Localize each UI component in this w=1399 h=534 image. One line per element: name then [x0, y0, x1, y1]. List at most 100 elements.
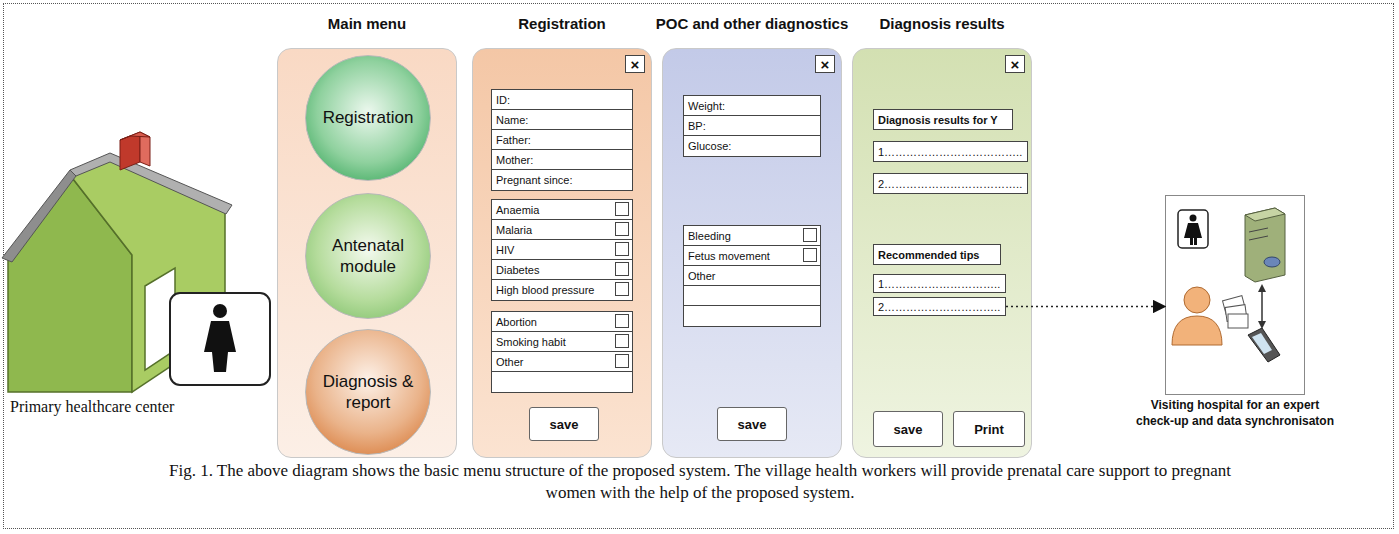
field-label: Pregnant since:: [496, 174, 572, 186]
field-label: Father:: [496, 134, 531, 146]
field-label: Name:: [496, 114, 528, 126]
field-label: Diabetes: [496, 264, 539, 276]
result-text: Recommended tips: [878, 249, 979, 261]
panel-heading: Registration: [518, 15, 606, 32]
checkbox: [615, 282, 629, 296]
result-text: 1…………………………..: [878, 278, 1000, 290]
menu-label: Antenatal module: [316, 235, 420, 278]
button-label: save: [894, 422, 923, 437]
button-label: Print: [974, 422, 1004, 437]
checkbox: [615, 354, 629, 368]
form-field-group: BleedingFetus movementOther: [683, 225, 821, 327]
empty-row: [684, 286, 820, 306]
checkbox: [615, 314, 629, 328]
menu-circle: Registration: [305, 55, 431, 181]
hospital-box: Visiting hospital for an expert check-up…: [1165, 195, 1305, 395]
form-row: BP:: [684, 116, 820, 136]
panel-heading: Diagnosis results: [879, 15, 1004, 32]
close-button: ×: [1005, 55, 1025, 73]
field-label: Malaria: [496, 224, 532, 236]
field-label: High blood pressure: [496, 284, 594, 296]
form-row: Name:: [492, 110, 632, 130]
button-label: save: [738, 417, 767, 432]
field-label: Mother:: [496, 154, 533, 166]
form-row: Bleeding: [684, 226, 820, 246]
field-label: Fetus movement: [688, 250, 770, 262]
checkbox: [803, 228, 817, 242]
field-label: Bleeding: [688, 230, 731, 242]
field-label: Weight:: [688, 100, 725, 112]
form-row: Diabetes: [492, 260, 632, 280]
menu-circle: Antenatal module: [305, 193, 431, 319]
form-row: Father:: [492, 130, 632, 150]
form-panel: POC and other diagnostics×Weight:BP:Gluc…: [662, 48, 842, 458]
field-label: Other: [496, 356, 524, 368]
form-field-group: Weight: BP: Glucose:: [683, 95, 821, 157]
result-text: 2………………………………..: [878, 178, 1022, 190]
action-button: save: [529, 407, 599, 441]
form-panel: Registration×ID:Name:Father:Mother:Pregn…: [472, 48, 652, 458]
checkbox: [615, 202, 629, 216]
field-label: BP:: [688, 120, 706, 132]
form-row: Abortion: [492, 312, 632, 332]
action-button: save: [873, 411, 943, 447]
close-button: ×: [625, 55, 645, 73]
close-icon: ×: [631, 57, 640, 72]
checkbox: [615, 242, 629, 256]
form-row: Weight:: [684, 96, 820, 116]
panel-heading: Main menu: [328, 15, 406, 32]
woman-icon-box: [170, 293, 270, 385]
place-label: Primary healthcare center: [10, 398, 174, 416]
form-row: Glucose:: [684, 136, 820, 156]
result-row: 1…………………………..: [873, 274, 1006, 293]
empty-row: [684, 306, 820, 326]
form-row: HIV: [492, 240, 632, 260]
button-label: save: [550, 417, 579, 432]
checkbox: [615, 222, 629, 236]
menu-panel: Main menuRegistrationAntenatal moduleDia…: [277, 48, 457, 458]
field-label: HIV: [496, 244, 514, 256]
form-field-group: AnaemiaMalariaHIV DiabetesHigh blood pres…: [491, 199, 633, 301]
field-label: Anaemia: [496, 204, 539, 216]
menu-label: Registration: [323, 107, 414, 128]
result-row: 2………………………………..: [873, 173, 1028, 194]
form-field-group: AbortionSmoking habitOther: [491, 311, 633, 393]
checkbox: [615, 262, 629, 276]
result-row: Diagnosis results for Y: [873, 109, 1013, 130]
close-button: ×: [815, 55, 835, 73]
menu-circle: Diagnosis & report: [305, 329, 431, 455]
action-button: save: [717, 407, 787, 441]
close-icon: ×: [1011, 57, 1020, 72]
field-label: Smoking habit: [496, 336, 566, 348]
form-row: Other: [492, 352, 632, 372]
form-field-group: ID: Name: Father: Mother: Pregnant since:: [491, 89, 633, 191]
form-row: Smoking habit: [492, 332, 632, 352]
action-button: Print: [953, 411, 1025, 447]
checkbox: [615, 334, 629, 348]
close-icon: ×: [821, 57, 830, 72]
hospital-icons: [1172, 208, 1285, 362]
result-row: 1………………………………..: [873, 141, 1028, 162]
form-row: Malaria: [492, 220, 632, 240]
form-row: Mother:: [492, 150, 632, 170]
field-label: ID:: [496, 94, 510, 106]
form-row: Anaemia: [492, 200, 632, 220]
menu-label: Diagnosis & report: [316, 371, 420, 414]
panel-heading: POC and other diagnostics: [656, 15, 849, 32]
result-row: Recommended tips: [873, 244, 1001, 265]
hospital-label: Visiting hospital for an expert check-up…: [1135, 398, 1335, 429]
form-row: ID:: [492, 90, 632, 110]
result-row: 2…………………………..: [873, 297, 1006, 316]
form-row: Other: [684, 266, 820, 286]
result-text: 1………………………………..: [878, 146, 1022, 158]
figure-caption: Fig. 1. The above diagram shows the basi…: [150, 460, 1250, 504]
form-row: Fetus movement: [684, 246, 820, 266]
form-row: Pregnant since:: [492, 170, 632, 190]
empty-row: [492, 372, 632, 392]
field-label: Glucose:: [688, 140, 731, 152]
dotted-arrow: [1006, 306, 1165, 308]
field-label: Other: [688, 270, 716, 282]
field-label: Abortion: [496, 316, 537, 328]
